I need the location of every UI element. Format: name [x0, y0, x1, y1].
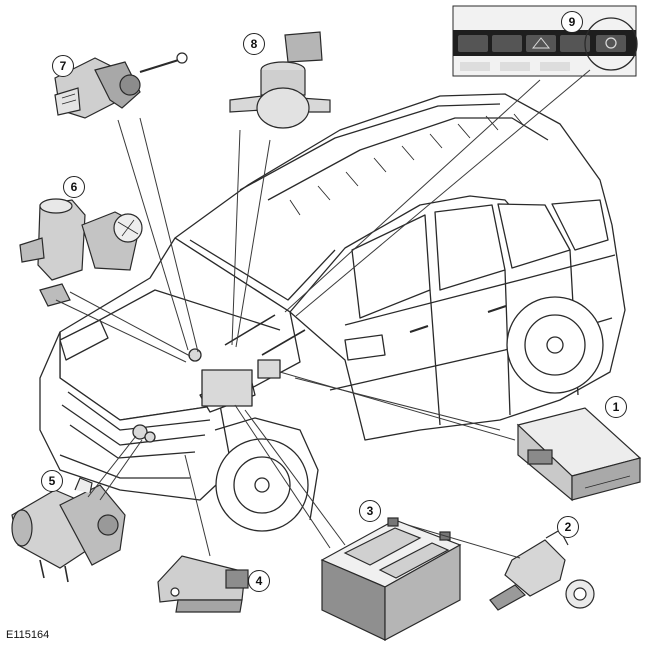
valve-8 [229, 31, 331, 129]
starter-motor-5 [11, 477, 126, 583]
callout-7: 7 [52, 55, 74, 77]
battery-3 [320, 517, 462, 641]
control-module-1 [516, 407, 642, 502]
callout-3: 3 [359, 500, 381, 522]
battery-sensor-2 [489, 529, 595, 611]
callout-6: 6 [63, 176, 85, 198]
callout-1: 1 [605, 396, 627, 418]
callout-9: 9 [561, 11, 583, 33]
callout-8: 8 [243, 33, 265, 55]
sensor-4 [157, 555, 249, 613]
vehicle-illustration [39, 93, 626, 532]
callout-4: 4 [248, 570, 270, 592]
figure-reference-code: E115164 [6, 629, 50, 641]
actuator-7 [54, 52, 188, 119]
callout-5: 5 [41, 470, 63, 492]
leader-lines [55, 69, 591, 559]
pump-6 [19, 198, 143, 307]
callout-2: 2 [557, 516, 579, 538]
switch-panel-inset [452, 5, 638, 77]
